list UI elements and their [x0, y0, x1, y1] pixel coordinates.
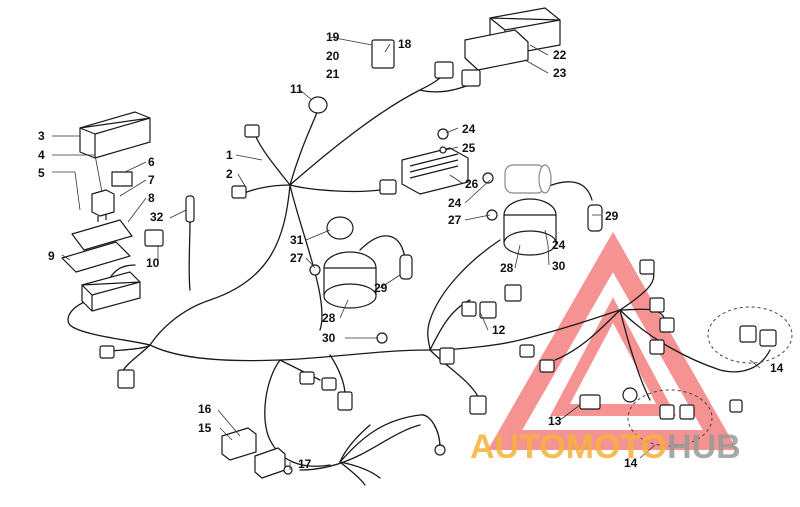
part-label: 9: [48, 249, 55, 263]
part-label: 17: [298, 457, 312, 471]
spark-plug-cap: [587, 204, 603, 232]
part-label: 29: [374, 281, 388, 295]
connector: [308, 96, 328, 114]
harness-wire: [254, 134, 291, 186]
part-label: 21: [326, 67, 340, 81]
part-label: 13: [548, 414, 562, 428]
part-label: 4: [38, 148, 45, 162]
part-label: 23: [553, 66, 567, 80]
watermark-text-suffix: HUB: [667, 428, 741, 466]
part-label: 10: [146, 256, 160, 270]
part-label: 29: [605, 209, 619, 223]
part-label: 27: [448, 213, 462, 227]
fuse-board: [71, 219, 133, 251]
part-label: 1: [226, 148, 233, 162]
part-label: 32: [150, 210, 164, 224]
ignition-coil-lower: [323, 251, 377, 309]
small-relay: [111, 171, 133, 187]
part-label: 14: [624, 456, 638, 470]
part-label: 22: [553, 48, 567, 62]
part-label: 28: [322, 311, 336, 325]
ignition-coil-upper: [503, 198, 557, 256]
part-label: 8: [148, 191, 155, 205]
watermark-logo: AUTOMOTOHUB: [470, 428, 741, 466]
part-label: 5: [38, 166, 45, 180]
part-label: 20: [326, 49, 340, 63]
terminal-block: [254, 447, 286, 479]
part-label: 11: [290, 82, 303, 96]
part-label: 18: [398, 37, 412, 51]
part-labels: 3 4 5 6 7 8 9 10 32 1 2 11 19 20 21 18 2…: [38, 30, 784, 471]
part-label: 25: [462, 141, 476, 155]
sensor: [185, 195, 195, 223]
part-label: 24: [552, 238, 566, 252]
part-label: 12: [492, 323, 506, 337]
junction-box: [221, 427, 257, 461]
part-label: 24: [462, 122, 476, 136]
part-label: 30: [322, 331, 336, 345]
connector: [144, 229, 164, 247]
group-ellipse: [627, 389, 713, 447]
relay: [91, 189, 115, 222]
spark-plug-cap: [399, 254, 413, 280]
part-label: 14: [770, 361, 784, 375]
ecu-cover: [464, 29, 529, 71]
part-label: 16: [198, 402, 212, 416]
part-label: 26: [465, 177, 479, 191]
part-label: 28: [500, 261, 514, 275]
group-ellipse: [707, 306, 793, 364]
part-label: 15: [198, 421, 212, 435]
fuse-box: [81, 271, 141, 312]
relay-box-cover: [79, 111, 151, 159]
part-label: 6: [148, 155, 155, 169]
clip-ring: [326, 216, 354, 240]
part-label: 3: [38, 129, 45, 143]
watermark-text-main: AUTOMOTO: [470, 428, 667, 466]
part-label: 27: [290, 251, 304, 265]
part-label: 31: [290, 233, 304, 247]
part-label: 30: [552, 259, 566, 273]
part-label: 7: [148, 173, 155, 187]
svg-text:AUTOMOTOHUB: AUTOMOTOHUB: [470, 428, 741, 466]
starter-motor: [504, 164, 552, 194]
fuse-frame: [61, 241, 131, 273]
part-label: 2: [226, 167, 233, 181]
voltage-regulator: [401, 147, 469, 195]
fuse-holder: [371, 39, 395, 69]
part-label: 19: [326, 30, 340, 44]
part-label: 24: [448, 196, 462, 210]
